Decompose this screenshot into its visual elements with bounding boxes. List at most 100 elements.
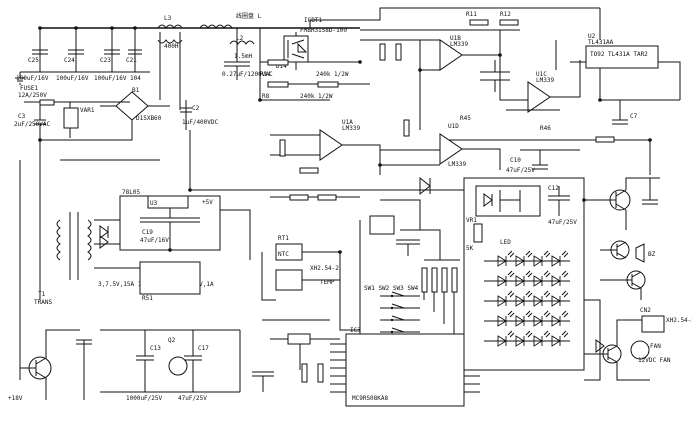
c3-value: 2uF/250VAC: [14, 121, 51, 128]
r46-label: R46: [540, 125, 551, 132]
led-panel: C12 47uF/25V VR1 5K LED: [463, 177, 585, 371]
u2-label: U2: [588, 33, 596, 40]
u1c-label: U1C: [536, 71, 547, 78]
led-emission-arrow: [543, 250, 551, 258]
cn2-value: XH2.54-2: [666, 317, 692, 324]
led-matrix: [484, 250, 570, 347]
junction-dots: [38, 26, 652, 254]
l2-value: 1.5mH: [234, 53, 252, 60]
c24-value: 100uF/16V: [56, 75, 89, 82]
c17-label: C17: [198, 345, 209, 352]
c13-value: 1000uF/25V: [126, 395, 163, 402]
coil-label: 线圈盘 L: [236, 12, 262, 20]
c23-value: 100uF/16V: [94, 75, 127, 82]
u3-value: 78L05: [122, 189, 140, 196]
led-emission-arrow: [507, 330, 515, 338]
u1c-value: LM339: [536, 77, 554, 84]
rt1-label: RT1: [278, 235, 289, 242]
r14-label: R14: [260, 71, 271, 78]
u1a-label: U1A: [342, 119, 353, 126]
vr1-label: VR1: [466, 217, 477, 224]
fuse-value: 12A/250V: [18, 92, 47, 99]
c10-value: 47uF/25V: [506, 167, 535, 174]
led-emission-arrow: [561, 250, 569, 258]
r51-label: R51: [142, 295, 153, 302]
u2-value: TL431AA: [588, 39, 614, 46]
c12-label: C12: [548, 185, 559, 192]
t1-label: T1: [38, 291, 46, 298]
c25-label: C25: [28, 57, 39, 64]
t1-value: TRANS: [34, 299, 52, 306]
c13-label: C13: [150, 345, 161, 352]
feedback-resistors: R14 R8 240k 1/2W 240k 1/2W: [260, 59, 370, 100]
u1a-value: LM339: [342, 125, 360, 132]
led-emission-arrow: [543, 270, 551, 278]
led-emission-arrow: [525, 270, 533, 278]
c2-label: C2: [192, 105, 200, 112]
fan-value: 12VDC FAN: [638, 357, 671, 364]
q2-label: Q2: [168, 337, 176, 344]
r8-value: 240k 1/2W: [300, 93, 333, 100]
led-emission-arrow: [561, 330, 569, 338]
output-drivers: BZ CN2 XH2.54-2 FAN 12VDC FAN: [584, 177, 692, 381]
led-emission-arrow: [507, 310, 515, 318]
led-emission-arrow: [525, 310, 533, 318]
xh-label: XH2.54-2: [310, 265, 339, 272]
button-array: SW1 SW2 SW3 SW4: [364, 259, 460, 336]
c17-value: 47uF/25V: [178, 395, 207, 402]
vdd-label: +5V: [202, 199, 213, 206]
led-emission-arrow: [507, 250, 515, 258]
led-emission-arrow: [525, 290, 533, 298]
mcu-section: IC3 MC9RS08KA8: [330, 199, 480, 407]
temp-label: TEMP: [320, 279, 335, 286]
led-emission-arrow: [525, 330, 533, 338]
c8-value: 0.27uF/1200VAC: [222, 71, 273, 78]
vcc-label: +18V: [8, 395, 23, 402]
comparator-block-top: U1B LM339 U1C LM339 R11 R12: [360, 11, 581, 130]
leds-label: LED: [500, 239, 511, 246]
sensor-inputs: RT1 NTC XH2.54-2 TEMP: [252, 235, 360, 392]
r12-label: R12: [500, 11, 511, 18]
u3-label: U3: [150, 200, 158, 207]
u1b-value: LM339: [450, 41, 468, 48]
c10-label: C10: [510, 157, 521, 164]
r45-label: R45: [460, 115, 471, 122]
led-emission-arrow: [507, 290, 515, 298]
rt1-value: NTC: [278, 251, 289, 258]
led-emission-arrow: [561, 290, 569, 298]
b1-value: D15XB60: [136, 115, 162, 122]
buzzer-label: BZ: [648, 251, 656, 258]
resonant-section: 线圈盘 L L2 1.5mH 0.27uF/1200VAC: [199, 12, 330, 101]
mains-section: FUSE1 12A/250V VAR1 C3 2uF/250VAC B1 D15…: [14, 85, 470, 380]
ic3-label: IC3: [350, 327, 361, 334]
c19-value: 47uF/16V: [140, 237, 169, 244]
u1b-label: U1B: [450, 35, 461, 42]
input-filter-section: C25 100uF/16V C24 100uF/16V C23 100uF/16…: [15, 15, 360, 110]
igbt-value: FMBH3158D-100: [300, 27, 347, 34]
led-emission-arrow: [543, 310, 551, 318]
c23-label: C23: [100, 57, 111, 64]
led-emission-arrow: [561, 310, 569, 318]
fan-label: FAN: [650, 343, 661, 350]
buttons-label: SW1 SW2 SW3 SW4: [364, 285, 419, 292]
b1-label: B1: [132, 87, 140, 94]
led-emission-arrow: [507, 270, 515, 278]
u1d-label: U1D: [448, 123, 459, 130]
u2-package: TO92 TL431A TAR2: [590, 51, 648, 58]
c21-value: 104: [130, 75, 141, 82]
igbt-section: IGBT1 FMBH3158D-100 D14: [276, 7, 601, 70]
c19-label: C19: [142, 229, 153, 236]
l2-label: L2: [236, 35, 244, 42]
aux-supply: T1 TRANS 3,7.5V,15A 1,7.5V,0.3A 1,7.5V,1…: [8, 189, 251, 402]
c21-label: C21: [126, 57, 137, 64]
reference-block: U2 TL431AA TO92 TL431A TAR2 C7: [440, 33, 681, 175]
led-emission-arrow: [543, 330, 551, 338]
r8-label: R8: [262, 93, 270, 100]
var1-label: VAR1: [80, 107, 95, 114]
comparator-block-mid: U1A LM339 U1D LM339 C10 47uF/25V R45 R46: [270, 115, 580, 201]
c2-value: 1uF/400VDC: [182, 119, 219, 126]
fuse-label: FUSE1: [20, 85, 38, 92]
c12-value: 47uF/25V: [548, 219, 577, 226]
cn2-label: CN2: [640, 307, 651, 314]
